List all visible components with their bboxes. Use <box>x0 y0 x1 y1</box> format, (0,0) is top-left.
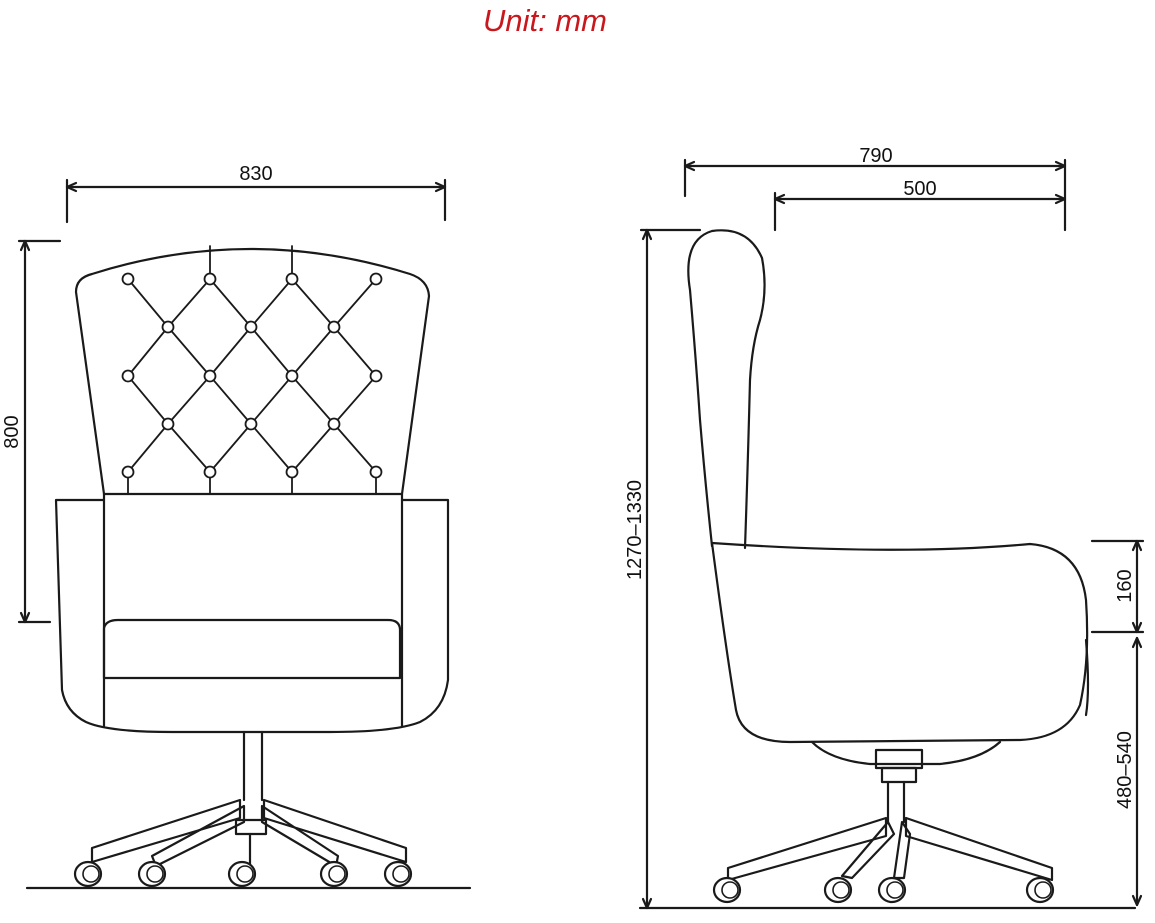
label-overall-height: 1270–1330 <box>624 480 646 580</box>
label-overall-depth: 790 <box>859 145 892 167</box>
front-backrest <box>74 247 431 496</box>
front-casters <box>73 860 413 888</box>
front-tufting <box>127 245 377 495</box>
unit-title: Unit: mm <box>483 3 607 38</box>
label-seat-height: 480–540 <box>1114 731 1136 809</box>
front-tufting-buttons <box>121 272 383 479</box>
front-width-dimension <box>65 178 447 224</box>
side-seat-height-dimension <box>1131 636 1143 907</box>
side-armrest-dimension <box>1090 539 1145 634</box>
label-seat-depth: 500 <box>903 178 936 200</box>
front-gas-lift <box>242 730 264 802</box>
side-mechanism <box>810 740 1002 766</box>
side-base <box>726 816 1054 882</box>
front-view <box>17 178 472 890</box>
label-overall-width: 830 <box>239 163 272 185</box>
side-backrest <box>687 229 766 550</box>
label-backrest-height: 800 <box>1 415 23 448</box>
label-armrest-height: 160 <box>1114 569 1136 602</box>
side-seat-depth-dimension <box>773 191 1067 232</box>
side-view <box>638 158 1145 910</box>
side-shell <box>710 541 1089 744</box>
side-total-height-dimension <box>639 228 702 910</box>
side-casters <box>712 876 1055 904</box>
side-depth-dimension <box>683 158 1067 232</box>
front-shell <box>54 492 450 734</box>
front-base <box>90 798 408 868</box>
front-backrest-height-dimension <box>17 239 62 624</box>
front-seat-cushion <box>102 618 402 680</box>
